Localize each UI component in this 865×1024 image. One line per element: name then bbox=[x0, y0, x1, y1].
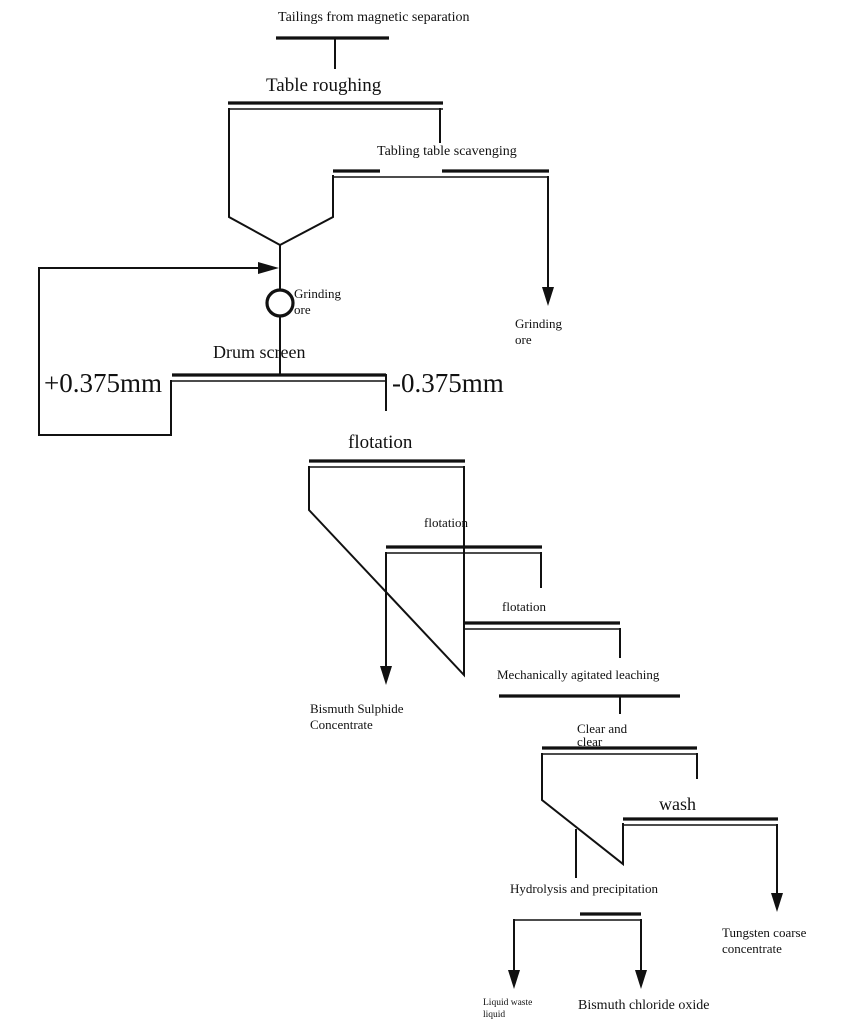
bismuth-sulphide-output: Bismuth Sulphide Concentrate bbox=[310, 701, 404, 732]
table-scavenging-node: Tabling table scavenging bbox=[333, 144, 554, 306]
flotation-1-label: flotation bbox=[348, 432, 413, 453]
liquid-waste-label-2: liquid bbox=[483, 1010, 505, 1020]
tungsten-label-2: concentrate bbox=[722, 941, 782, 956]
table-scavenging-label: Tabling table scavenging bbox=[377, 144, 517, 159]
tungsten-output: Tungsten coarse concentrate bbox=[722, 925, 807, 956]
wash-label: wash bbox=[659, 794, 696, 814]
grinding-ore-output: Grinding ore bbox=[515, 316, 562, 347]
leaching-node: Mechanically agitated leaching bbox=[497, 667, 680, 714]
grinding-ore-label-1: Grinding bbox=[294, 286, 341, 301]
liquid-waste-label-1: Liquid waste bbox=[483, 998, 532, 1008]
undersize-label: -0.375mm bbox=[392, 368, 504, 398]
bismuth-sulphide-label-2: Concentrate bbox=[310, 717, 373, 732]
source-label: Tailings from magnetic separation bbox=[278, 10, 469, 25]
flotation-2-node: flotation bbox=[380, 515, 542, 685]
flotation-3-label: flotation bbox=[502, 599, 547, 614]
bismuth-chloride-label: Bismuth chloride oxide bbox=[578, 998, 709, 1013]
source-node: Tailings from magnetic separation bbox=[276, 10, 469, 69]
bismuth-sulphide-label-1: Bismuth Sulphide bbox=[310, 701, 404, 716]
grinding-ore-output-label-2: ore bbox=[515, 332, 532, 347]
recycle-loop bbox=[38, 262, 279, 436]
table-roughing-label: Table roughing bbox=[266, 75, 382, 96]
grinding-ore-output-label-1: Grinding bbox=[515, 316, 562, 331]
wash-node: wash bbox=[623, 794, 783, 912]
tungsten-label-1: Tungsten coarse bbox=[722, 925, 807, 940]
drum-screen-label: Drum screen bbox=[213, 342, 305, 362]
clear-label-2: clear bbox=[577, 734, 603, 749]
clear-label-1: Clear and bbox=[577, 721, 628, 736]
liquid-waste-output: Liquid waste liquid bbox=[483, 998, 532, 1020]
clarifier-node: Clear and clear bbox=[541, 721, 698, 878]
oversize-label: +0.375mm bbox=[44, 368, 162, 398]
drum-screen-node: Drum screen +0.375mm -0.375mm bbox=[44, 342, 504, 411]
grinding-mill-icon bbox=[265, 288, 295, 318]
leaching-label: Mechanically agitated leaching bbox=[497, 667, 660, 682]
flotation-3-node: flotation bbox=[464, 599, 621, 658]
hydrolysis-node: Hydrolysis and precipitation bbox=[508, 881, 659, 989]
table-roughing-node: Table roughing bbox=[228, 75, 443, 247]
bismuth-chloride-output: Bismuth chloride oxide bbox=[578, 998, 709, 1013]
flotation-2-label: flotation bbox=[424, 515, 469, 530]
grinding-ore-label-2: ore bbox=[294, 302, 311, 317]
grinding-node: Grinding ore bbox=[265, 244, 341, 375]
hydrolysis-label: Hydrolysis and precipitation bbox=[510, 881, 659, 896]
